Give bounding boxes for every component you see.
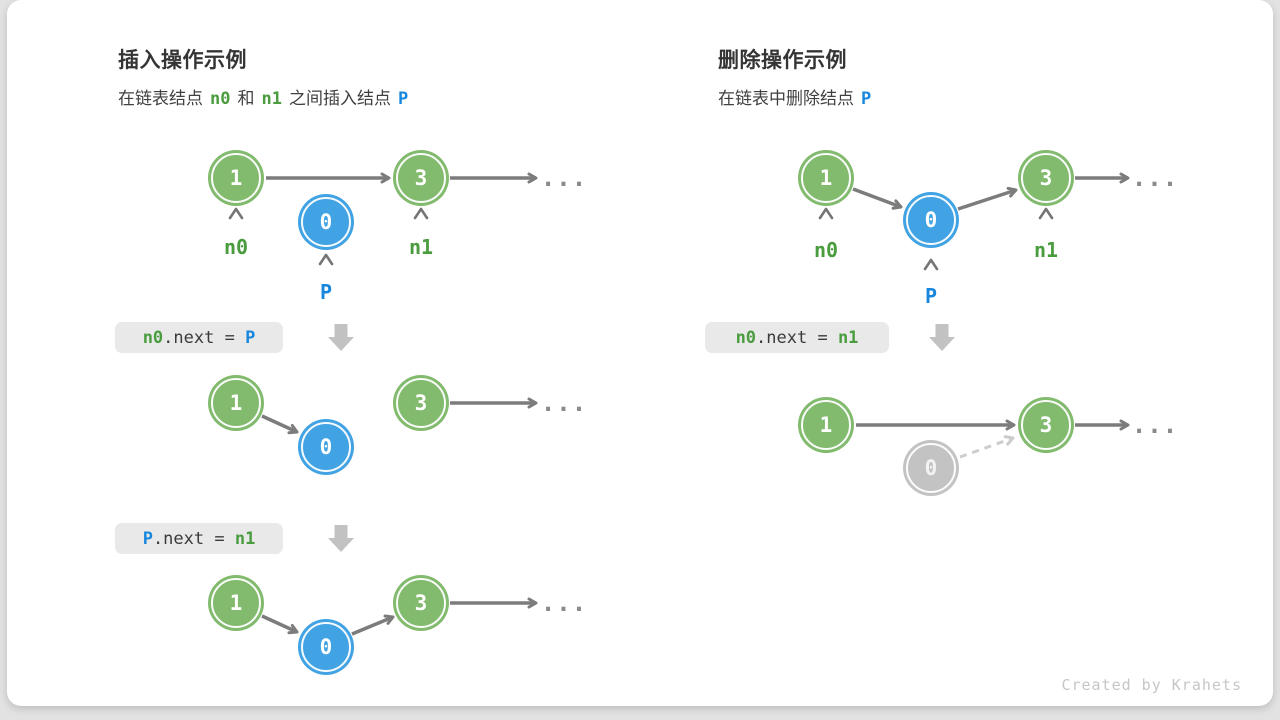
ellipsis: ...	[1131, 411, 1179, 439]
node-value: 0	[924, 456, 938, 480]
token-p: P	[397, 89, 409, 109]
token-p: P	[861, 89, 872, 109]
subtitle-text: 和	[237, 89, 255, 108]
list-node-p: 0	[298, 194, 354, 250]
node-value: 1	[819, 166, 833, 190]
token-n0: n0	[210, 89, 231, 109]
ellipsis: ...	[540, 164, 588, 192]
code-lhs: n0	[735, 327, 757, 348]
delete-panel-title: 删除操作示例	[718, 49, 847, 72]
insert-panel-title: 插入操作示例	[118, 49, 247, 72]
pointer-label-n0: n0	[223, 235, 249, 259]
node-value: 0	[319, 210, 333, 234]
node-value: 1	[229, 166, 243, 190]
list-node-1: 1	[798, 150, 854, 206]
list-node-3: 3	[1018, 397, 1074, 453]
subtitle-text: 在链表中删除结点	[718, 89, 854, 108]
code-statement-n0-next-n1: n0.next = n1	[705, 322, 889, 353]
list-node-p-removed: 0	[903, 440, 959, 496]
list-node-3: 3	[393, 575, 449, 631]
list-node-p: 0	[298, 619, 354, 675]
list-node-3: 3	[393, 150, 449, 206]
ellipsis: ...	[1131, 164, 1179, 192]
token-n1: n1	[261, 89, 282, 109]
list-node-p: 0	[298, 419, 354, 475]
code-mid: .next =	[756, 327, 838, 348]
code-mid: .next =	[152, 528, 235, 549]
code-lhs: n0	[142, 327, 164, 348]
code-lhs: P	[142, 528, 153, 549]
node-value: 3	[414, 391, 428, 415]
pointer-label-n1: n1	[1033, 238, 1059, 262]
subtitle-text: 之间插入结点	[288, 89, 391, 108]
code-rhs: n1	[234, 528, 256, 549]
list-node-3: 3	[393, 375, 449, 431]
list-node-3: 3	[1018, 150, 1074, 206]
pointer-label-n1: n1	[408, 235, 434, 259]
node-value: 3	[1039, 413, 1053, 437]
list-node-1: 1	[208, 575, 264, 631]
watermark-credit: Created by Krahets	[1061, 676, 1242, 694]
pointer-label-n0: n0	[813, 238, 839, 262]
pointer-label-p: P	[319, 280, 333, 304]
ellipsis: ...	[540, 589, 588, 617]
code-statement-p-next-n1: P.next = n1	[115, 523, 283, 554]
subtitle-text: 在链表结点	[118, 89, 203, 108]
insert-panel-subtitle: 在链表结点 n0 和 n1 之间插入结点 P	[118, 84, 415, 109]
delete-panel-subtitle: 在链表中删除结点 P	[718, 84, 878, 109]
list-node-1: 1	[208, 375, 264, 431]
list-node-p: 0	[903, 192, 959, 248]
node-value: 1	[229, 391, 243, 415]
node-value: 1	[229, 591, 243, 615]
code-rhs: n1	[837, 327, 859, 348]
list-node-1: 1	[208, 150, 264, 206]
code-rhs: P	[245, 327, 256, 348]
list-node-1: 1	[798, 397, 854, 453]
node-value: 3	[414, 591, 428, 615]
node-value: 0	[319, 635, 333, 659]
node-value: 0	[924, 208, 938, 232]
ellipsis: ...	[540, 389, 588, 417]
node-value: 1	[819, 413, 833, 437]
code-mid: .next =	[163, 327, 246, 348]
node-value: 3	[1039, 166, 1053, 190]
node-value: 0	[319, 435, 333, 459]
code-statement-n0-next-p: n0.next = P	[115, 322, 283, 353]
pointer-label-p: P	[924, 284, 938, 308]
node-value: 3	[414, 166, 428, 190]
